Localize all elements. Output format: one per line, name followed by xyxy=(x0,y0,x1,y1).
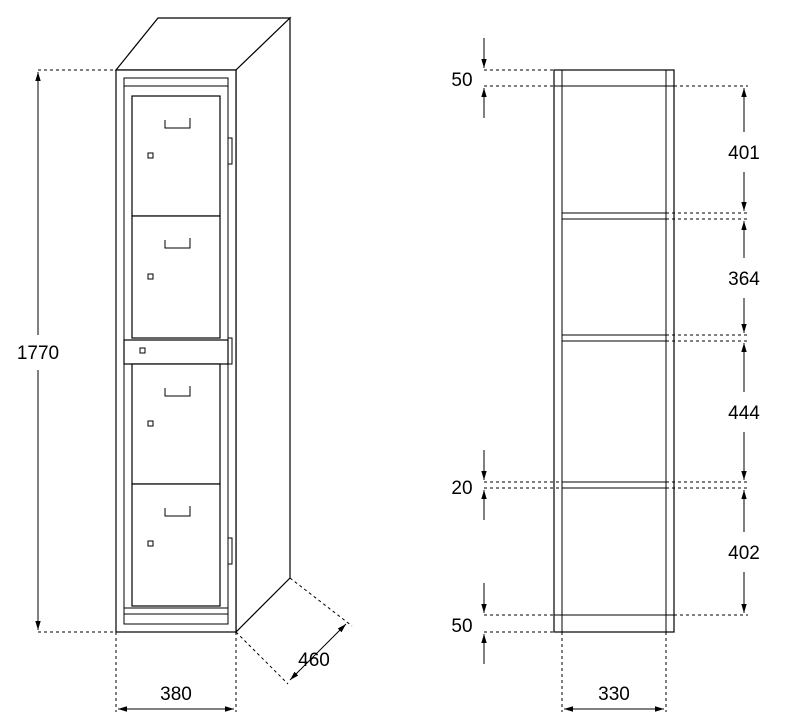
hinge-2 xyxy=(227,337,233,365)
dimension-bottom-plate: 50 xyxy=(451,583,487,664)
top-plate-label: 50 xyxy=(451,70,472,91)
dimension-inner-width: 330 xyxy=(561,632,667,712)
hinge-3 xyxy=(227,537,233,565)
compartment-2-label: 364 xyxy=(728,269,760,290)
compartment-4-label: 402 xyxy=(728,543,760,564)
dimension-top-plate: 50 xyxy=(451,38,487,118)
dimension-compartment-2: 364 xyxy=(728,221,760,333)
divider-label: 20 xyxy=(451,478,472,499)
dimension-width: 380 xyxy=(115,632,237,712)
door-4-lock xyxy=(147,540,154,547)
locker-side-face xyxy=(235,16,291,634)
locker-door-4 xyxy=(131,483,221,607)
right-extension-lines xyxy=(666,85,748,616)
dimension-divider: 20 xyxy=(451,450,487,520)
depth-label: 460 xyxy=(298,650,330,671)
height-label: 1770 xyxy=(17,343,59,364)
dimension-depth: 460 xyxy=(235,577,353,685)
locker-front-view xyxy=(114,16,292,634)
dimension-height: 1770 xyxy=(17,69,116,633)
compartment-1-label: 401 xyxy=(728,143,760,164)
locker-door-1 xyxy=(131,95,221,217)
middle-divider-plate xyxy=(123,339,229,365)
locker-section-view xyxy=(553,69,675,633)
dimension-compartment-3: 444 xyxy=(728,343,760,480)
door-3-handle xyxy=(164,386,191,397)
inner-width-label: 330 xyxy=(598,684,630,705)
width-label: 380 xyxy=(160,684,192,705)
door-1-lock xyxy=(147,152,154,159)
section-outer xyxy=(553,69,675,633)
door-2-handle xyxy=(164,238,191,249)
locker-door-2 xyxy=(131,215,221,339)
door-4-handle xyxy=(164,506,191,517)
door-3-lock xyxy=(147,420,154,427)
door-2-lock xyxy=(147,273,154,280)
dimension-compartment-1: 401 xyxy=(728,88,760,211)
dimension-compartment-4: 402 xyxy=(728,490,760,613)
door-1-handle xyxy=(164,118,191,129)
hinge-1 xyxy=(227,137,233,165)
bottom-plate-label: 50 xyxy=(451,616,472,637)
divider-lock xyxy=(139,347,146,354)
locker-door-3 xyxy=(131,363,221,485)
compartment-3-label: 444 xyxy=(728,403,760,424)
left-extension-lines xyxy=(484,69,562,633)
